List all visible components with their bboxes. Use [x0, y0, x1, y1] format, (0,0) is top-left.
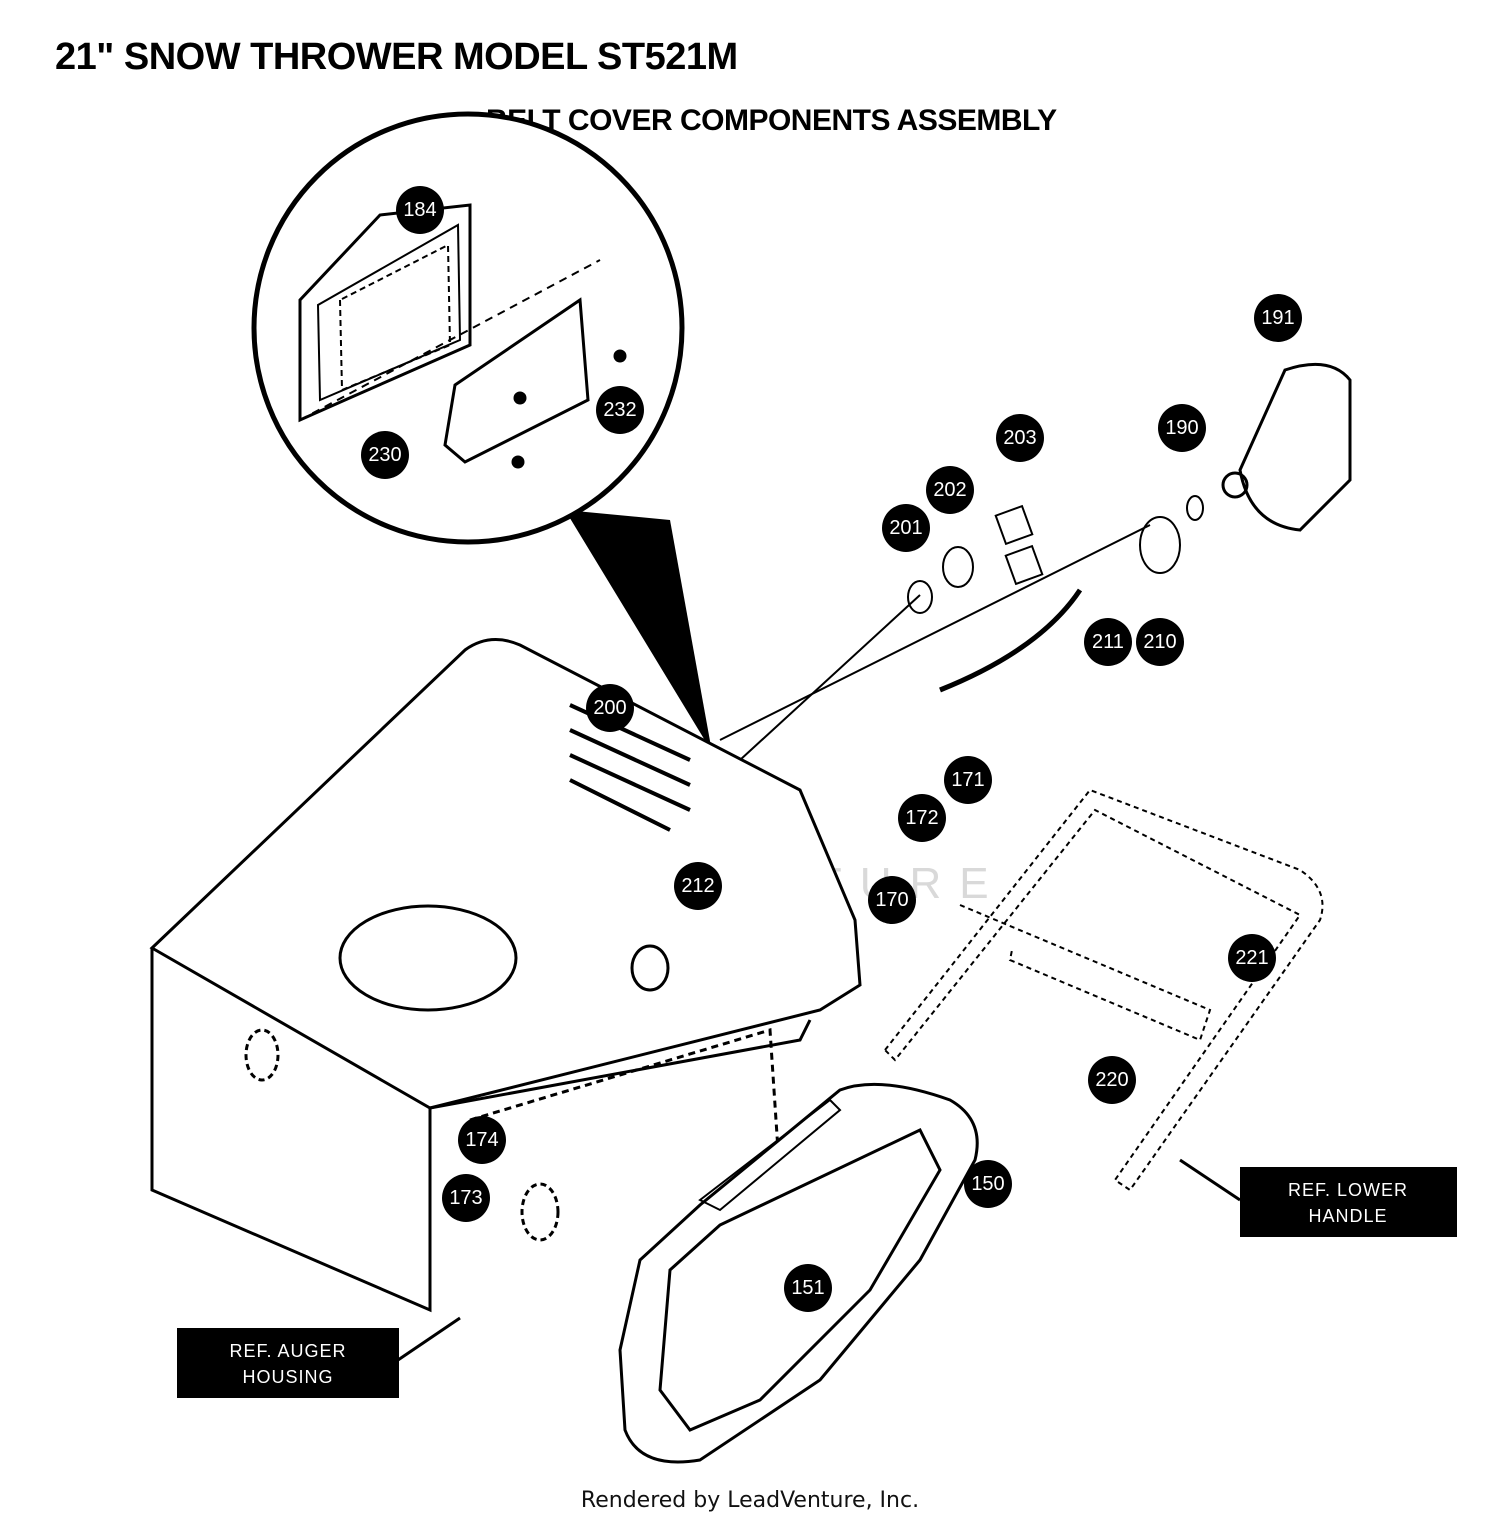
magnifier-cone: [565, 510, 712, 752]
callout-200: 200: [586, 684, 634, 732]
footer-credit: Rendered by LeadVenture, Inc.: [580, 1488, 920, 1513]
callout-170: 170: [868, 876, 916, 924]
svg-text:184: 184: [403, 199, 436, 221]
svg-text:172: 172: [905, 807, 938, 829]
shaft-lines: [719, 495, 1204, 761]
svg-text:232: 232: [603, 399, 636, 421]
svg-text:200: 200: [593, 697, 626, 719]
callout-202: 202: [926, 466, 974, 514]
svg-text:171: 171: [951, 769, 984, 791]
svg-text:211: 211: [1092, 631, 1124, 653]
svg-text:REF. AUGER: REF. AUGER: [229, 1341, 346, 1361]
svg-text:210: 210: [1143, 631, 1176, 653]
svg-text:221: 221: [1235, 947, 1268, 969]
svg-text:170: 170: [875, 889, 908, 911]
svg-text:174: 174: [465, 1129, 498, 1151]
svg-text:191: 191: [1261, 307, 1294, 329]
callout-markers: 184 191 230 232 203 190 202 201 211 210 …: [361, 186, 1302, 1312]
svg-text:173: 173: [449, 1187, 482, 1209]
svg-text:230: 230: [368, 444, 401, 466]
svg-text:220: 220: [1095, 1069, 1128, 1091]
svg-text:151: 151: [791, 1277, 824, 1299]
svg-text:190: 190: [1165, 417, 1198, 439]
callout-232: 232: [596, 386, 644, 434]
callout-212: 212: [674, 862, 722, 910]
svg-text:212: 212: [681, 875, 714, 897]
callout-174: 174: [458, 1116, 506, 1164]
callout-173: 173: [442, 1174, 490, 1222]
control-knob-outline: [1221, 362, 1352, 532]
auger-housing-outline: [149, 638, 862, 1313]
callout-172: 172: [898, 794, 946, 842]
svg-text:202: 202: [933, 479, 966, 501]
callout-210: 210: [1136, 618, 1184, 666]
callout-211: 211: [1084, 618, 1132, 666]
callout-150: 150: [964, 1160, 1012, 1208]
svg-text:HOUSING: HOUSING: [242, 1367, 333, 1387]
callout-201: 201: [882, 504, 930, 552]
ref-lower-handle-label: REF. LOWER HANDLE: [1179, 1158, 1457, 1237]
svg-text:REF. LOWER: REF. LOWER: [1288, 1180, 1408, 1200]
detail-magnifier: [251, 111, 712, 752]
svg-text:150: 150: [971, 1173, 1004, 1195]
callout-203: 203: [996, 414, 1044, 462]
diagram-title: 21" SNOW THROWER MODEL ST521M: [55, 36, 738, 78]
callout-191: 191: [1254, 294, 1302, 342]
ref-auger-housing-label: REF. AUGER HOUSING: [177, 1316, 461, 1398]
callout-184: 184: [396, 186, 444, 234]
callout-171: 171: [944, 756, 992, 804]
lower-handle-reference: [883, 788, 1324, 1192]
callout-220: 220: [1088, 1056, 1136, 1104]
svg-text:201: 201: [889, 517, 922, 539]
callout-190: 190: [1158, 404, 1206, 452]
callout-230: 230: [361, 431, 409, 479]
callout-221: 221: [1228, 934, 1276, 982]
svg-text:203: 203: [1003, 427, 1036, 449]
callout-151: 151: [784, 1264, 832, 1312]
diagram-subtitle: BELT COVER COMPONENTS ASSEMBLY: [486, 104, 1057, 137]
svg-text:HANDLE: HANDLE: [1308, 1206, 1387, 1226]
